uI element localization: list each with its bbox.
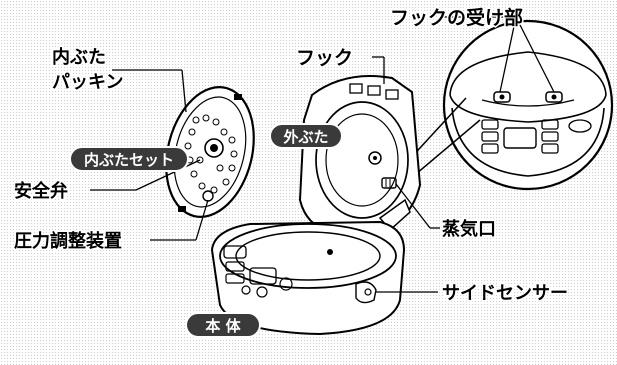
badge-outer-lid: 外ぶた <box>269 123 343 149</box>
hook-receiver-zoom <box>442 19 614 191</box>
label-safety-valve: 安全弁 <box>14 180 68 202</box>
badge-body-text: 本 体 <box>205 317 241 335</box>
label-hook-receiver: フックの受け部 <box>390 6 523 29</box>
label-hook: フック <box>296 47 353 69</box>
inner-lid-set <box>165 86 255 218</box>
label-packing: パッキン <box>52 72 123 93</box>
badge-outer-lid-text: 外ぶた <box>282 128 328 146</box>
badge-body: 本 体 <box>185 312 261 338</box>
label-inner-lid: 内ぶた <box>52 46 106 68</box>
label-steam-port: 蒸気口 <box>442 218 496 240</box>
label-side-sensor: サイドセンサー <box>442 283 568 304</box>
label-pressure-regulator: 圧力調整装置 <box>14 230 122 252</box>
outer-lid <box>298 75 422 233</box>
badge-inner-lid-set-text: 内ぶたセット <box>84 151 174 169</box>
badge-inner-lid-set: 内ぶたセット <box>69 146 189 172</box>
leader-lines <box>90 16 555 293</box>
cooker-body <box>210 220 406 336</box>
